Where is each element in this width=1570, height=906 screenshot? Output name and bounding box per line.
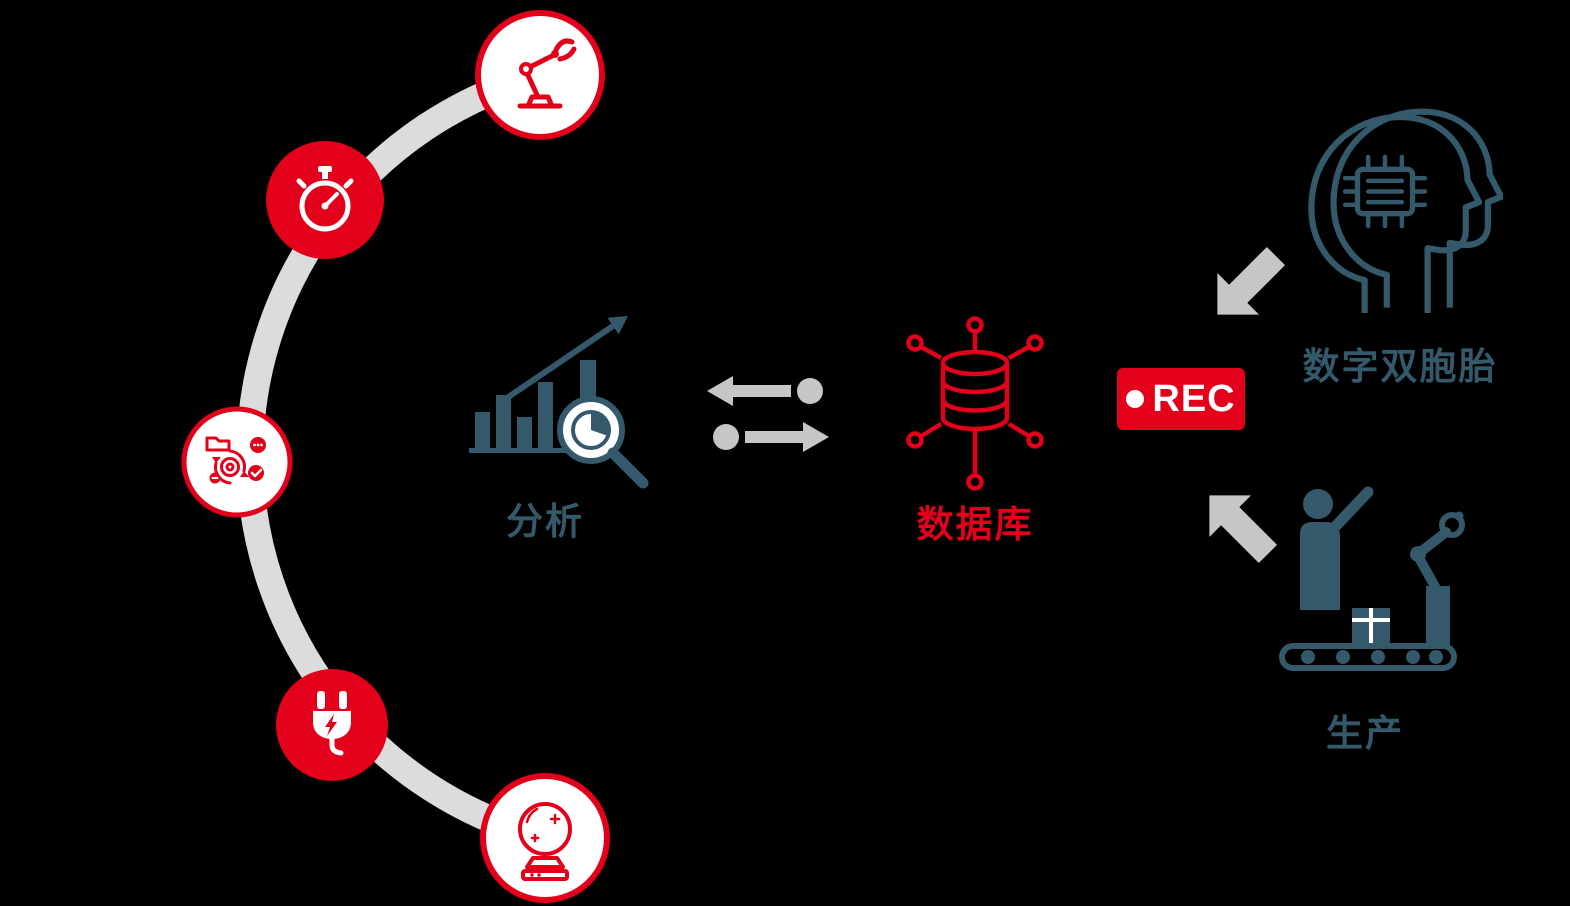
database-network-icon — [906, 316, 1044, 491]
crystal-ball-icon — [480, 773, 610, 903]
digital-twin-label: 数字双胞胎 — [1302, 346, 1498, 387]
robot-arm-icon — [475, 10, 605, 140]
rec-label: REC — [1152, 377, 1236, 420]
rec-dot-icon — [1126, 390, 1145, 408]
process-automation-icon — [181, 406, 293, 518]
database-label: 数据库 — [916, 504, 1034, 545]
bar-chart-magnifier-icon — [469, 316, 649, 489]
record-badge: REC — [1117, 368, 1245, 430]
worker-with-robot-conveyor-icon — [1279, 486, 1465, 671]
power-plug-icon — [276, 669, 388, 781]
data-exchange-arrows-icon — [707, 376, 829, 452]
stopwatch-icon — [266, 141, 384, 259]
arrow-digital-twin-to-rec-icon — [1217, 246, 1286, 315]
head-with-chip-icon — [1308, 108, 1503, 314]
analysis-label: 分析 — [506, 501, 584, 542]
arrow-production-to-rec-icon — [1209, 495, 1278, 564]
production-label: 生产 — [1326, 713, 1404, 754]
